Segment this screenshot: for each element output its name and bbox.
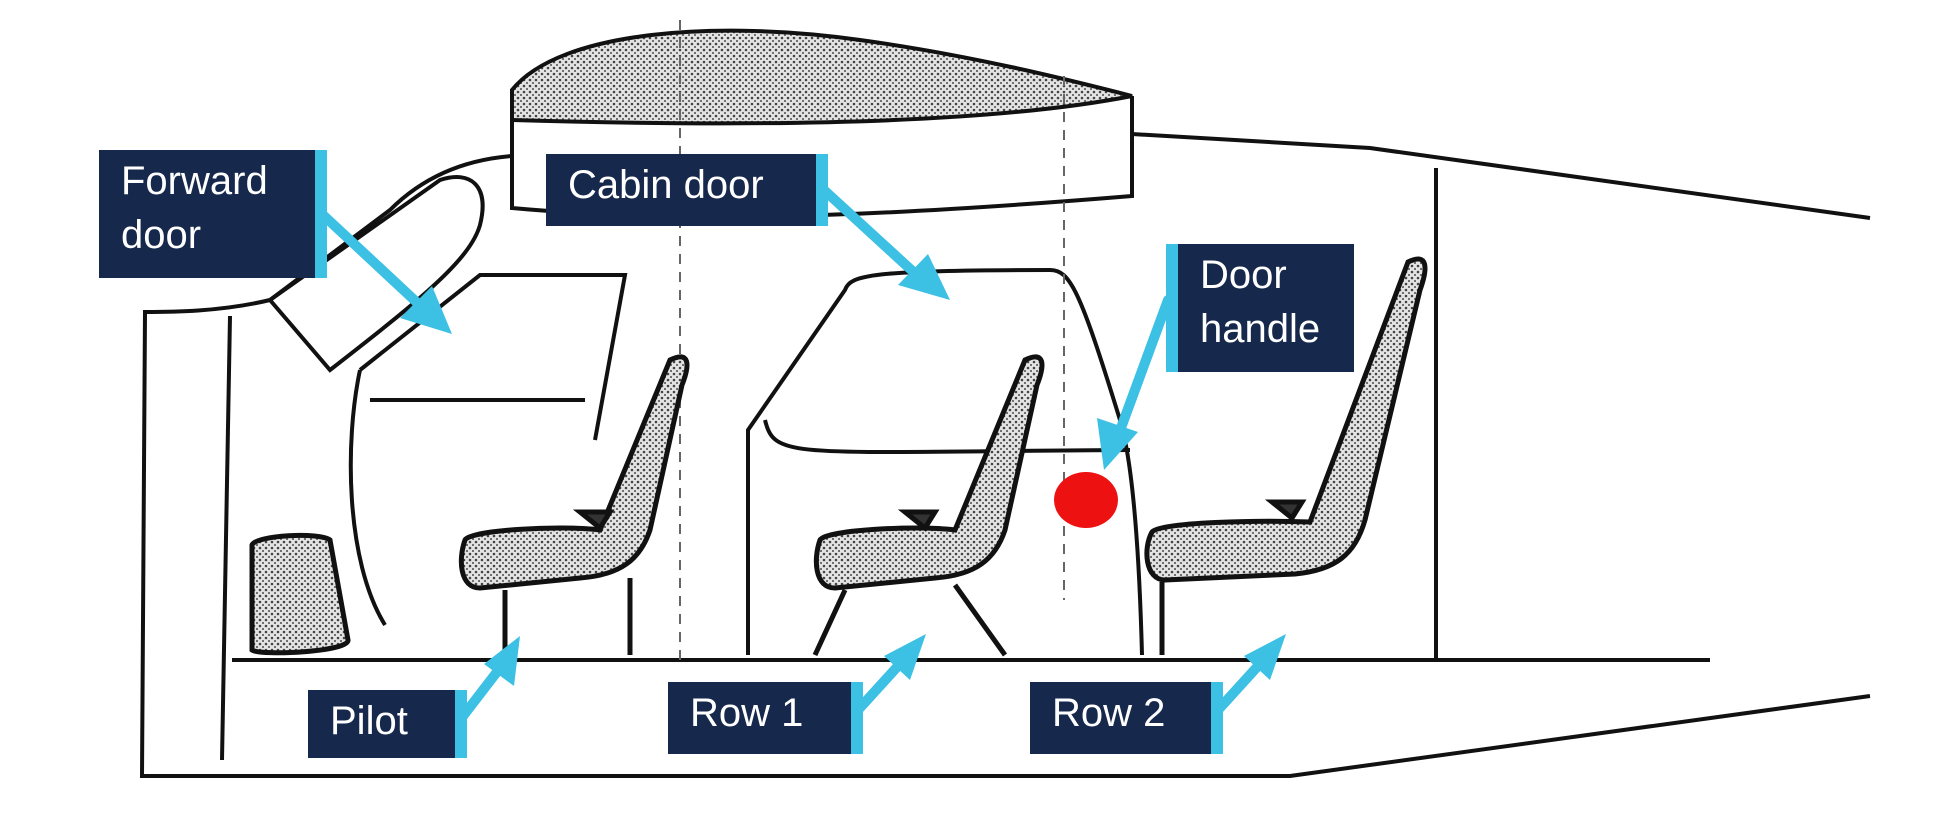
pilot-arrow [455,636,520,725]
door-handle-label: Door handle [1166,244,1354,372]
forward-door-arrow [317,209,452,334]
row-2-arrow [1213,634,1286,715]
row-1-arrow [853,634,926,715]
pilot-label: Pilot [308,690,467,758]
door-handle-arrow [1097,295,1173,470]
pilot-seat [458,354,690,655]
row-2-seat [1144,256,1428,655]
forward-door-label: Forward door [99,150,327,278]
cabin-door-drawing [746,267,1144,656]
cabin-door-label: Cabin door [546,154,828,226]
row-2-label: Row 2 [1030,682,1223,754]
cabin-door-arrow [819,185,950,300]
row-1-seat [812,354,1045,657]
row-1-label: Row 1 [668,682,863,754]
console-block [249,532,351,656]
door-handle-marker [1054,472,1118,528]
